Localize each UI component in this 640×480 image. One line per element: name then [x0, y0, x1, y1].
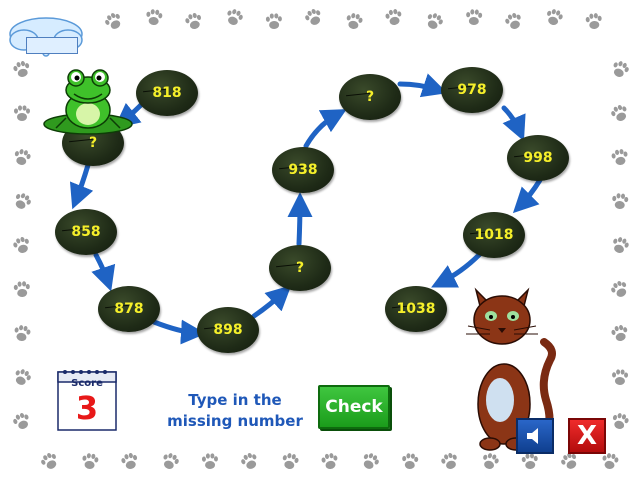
close-icon: X [576, 421, 598, 451]
calendar-icon [57, 370, 117, 431]
paw-print-icon [583, 11, 605, 33]
paw-print-icon [200, 452, 220, 472]
number-pad: 998 [507, 135, 569, 181]
paw-print-icon [542, 6, 567, 31]
paw-print-icon [12, 104, 32, 124]
paw-print-icon [264, 12, 285, 33]
paw-print-icon [609, 147, 632, 170]
paw-print-icon [477, 449, 502, 474]
paw-print-icon [10, 146, 34, 170]
number-pad: 1038 [385, 286, 447, 332]
answer-input[interactable] [26, 37, 78, 54]
paw-print-icon [607, 101, 633, 127]
paw-print-icon [182, 10, 207, 35]
pad-label: 818 [152, 85, 182, 101]
paw-print-icon [599, 451, 622, 474]
paw-print-icon [318, 450, 341, 473]
score-card: Score 3 [57, 368, 117, 432]
paw-print-icon [143, 7, 165, 29]
paw-print-icon [399, 451, 420, 472]
paw-print-icon [301, 5, 328, 32]
paw-print-icon [10, 58, 34, 82]
paw-print-icon [9, 365, 35, 391]
number-pad: 1018 [463, 212, 525, 258]
arrow-2 [69, 162, 94, 210]
paw-print-icon [607, 277, 634, 304]
paw-print-icon [79, 451, 102, 474]
instruction-line-1: Type in the [188, 391, 282, 409]
missing-number-pad[interactable]: ? [339, 74, 401, 120]
paw-print-icon [9, 409, 35, 435]
paw-print-icon [118, 450, 142, 474]
number-pad: 898 [197, 307, 259, 353]
pad-label: 858 [71, 224, 101, 240]
frog-icon [36, 68, 140, 136]
paw-print-icon [501, 9, 527, 35]
paw-print-icon [100, 8, 127, 35]
arrow-7 [303, 109, 347, 149]
arrow-10 [512, 177, 543, 214]
pad-label: 978 [457, 82, 487, 98]
number-pad: 818 [136, 70, 198, 116]
paw-print-icon [36, 448, 63, 475]
paw-print-icon [11, 279, 32, 300]
paw-print-icon [9, 233, 34, 258]
pad-label: 938 [288, 162, 318, 178]
paw-print-icon [237, 449, 263, 475]
missing-number-pad[interactable]: ? [269, 245, 331, 291]
paw-print-icon [608, 322, 632, 346]
speaker-icon [527, 428, 538, 444]
arrow-8 [397, 73, 448, 98]
paw-print-icon [608, 410, 632, 434]
pad-label: 878 [114, 301, 144, 317]
arrow-6 [287, 192, 313, 247]
pad-label: 1038 [396, 301, 436, 317]
paw-print-icon [8, 188, 35, 215]
paw-print-icon [421, 9, 448, 36]
paw-print-icon [463, 7, 484, 28]
arrow-9 [501, 105, 526, 142]
paw-print-icon [610, 368, 630, 388]
instruction-line-2: missing number [167, 412, 303, 430]
paw-print-icon [382, 6, 405, 29]
paw-print-icon [157, 449, 183, 475]
score-label: Score [71, 378, 103, 389]
paw-print-icon [221, 5, 247, 31]
paw-print-icon [342, 10, 366, 34]
pad-label: 998 [523, 150, 553, 166]
paw-print-icon [607, 57, 633, 83]
arrow-5 [251, 285, 292, 319]
arrow-11 [431, 251, 483, 288]
sound-button[interactable] [516, 418, 554, 454]
close-button[interactable]: X [568, 418, 606, 454]
number-pad: 858 [55, 209, 117, 255]
pad-label: 1018 [474, 227, 514, 243]
paw-print-icon [556, 448, 583, 475]
thought-bubble [6, 14, 86, 58]
score-value: 3 [75, 389, 99, 427]
number-pad: 878 [98, 286, 160, 332]
pad-label: 898 [213, 322, 243, 338]
paw-print-icon [437, 449, 462, 474]
paw-print-icon [607, 233, 632, 258]
paw-print-icon [10, 322, 33, 345]
arrow-4 [151, 319, 206, 345]
instruction-text: Type in the missing number [160, 390, 310, 432]
pad-label: ? [295, 260, 305, 276]
number-pad: 938 [272, 147, 334, 193]
paw-print-icon [519, 451, 541, 473]
paw-print-icon [357, 449, 384, 476]
paw-print-icon [278, 450, 302, 474]
check-button[interactable]: Check [318, 385, 390, 429]
paw-print-icon [609, 191, 631, 213]
arrow-3 [91, 252, 116, 292]
pad-label: ? [88, 135, 98, 151]
number-pad: 978 [441, 67, 503, 113]
pad-label: ? [365, 89, 375, 105]
